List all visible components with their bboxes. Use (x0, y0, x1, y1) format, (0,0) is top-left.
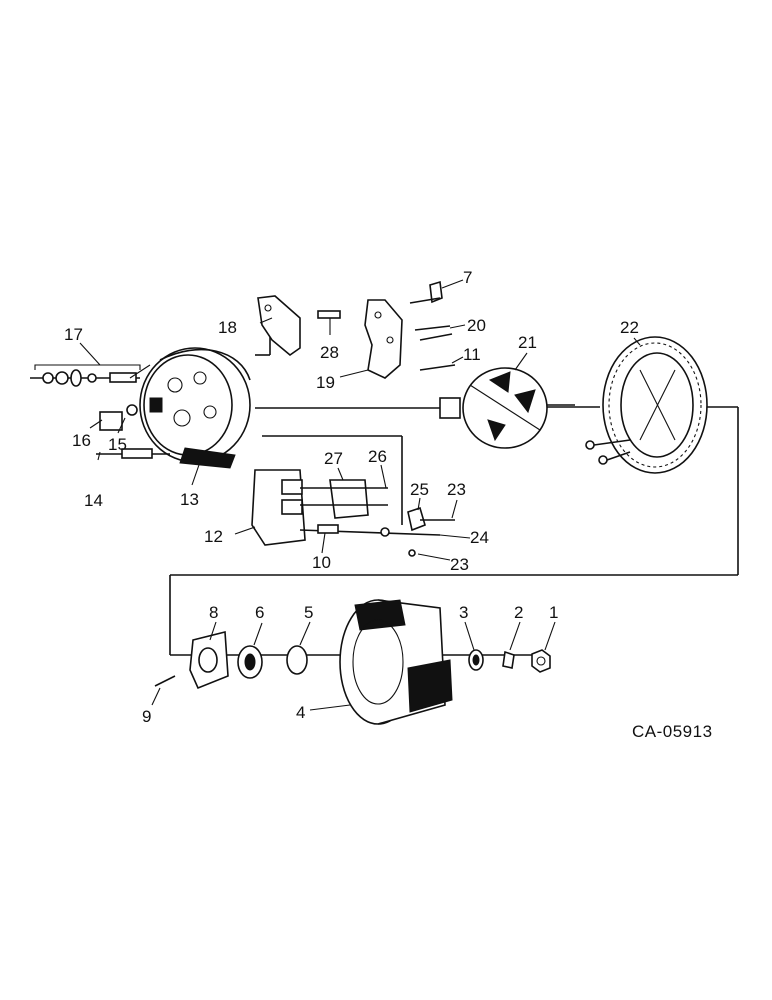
callout-20: 20 (467, 316, 486, 335)
callout-10: 10 (312, 553, 331, 572)
callout-16: 16 (72, 431, 91, 450)
callout-21: 21 (518, 333, 537, 352)
bolt-assembly-17 (30, 364, 141, 387)
callout-28: 28 (320, 343, 339, 362)
drive-end-pulley-4 (339, 599, 453, 725)
mounting-bracket-18 (257, 295, 301, 357)
callout-14: 14 (84, 491, 103, 510)
callout-4: 4 (296, 703, 305, 722)
regulator-bracket-19 (364, 299, 403, 379)
stator-22 (585, 336, 708, 474)
callout-26: 26 (368, 447, 387, 466)
callout-23-top: 23 (447, 480, 466, 499)
bolt-28 (317, 310, 341, 319)
callout-labels: 17 18 28 19 7 20 11 21 22 13 12 14 15 16… (64, 268, 713, 741)
leader-lines (79, 279, 641, 711)
front-parts-3-2-1 (468, 649, 551, 673)
callout-5: 5 (304, 603, 313, 622)
callout-24: 24 (470, 528, 489, 547)
rotor-21 (439, 367, 575, 449)
callout-18: 18 (218, 318, 237, 337)
callout-6: 6 (255, 603, 264, 622)
callout-15: 15 (108, 435, 127, 454)
callout-19: 19 (316, 373, 335, 392)
small-parts-14-15-16 (96, 404, 170, 459)
brush-holder-12 (251, 469, 306, 546)
callout-25: 25 (410, 480, 429, 499)
callout-17: 17 (64, 325, 83, 344)
rear-housing-13 (129, 347, 251, 469)
callout-7: 7 (463, 268, 472, 287)
drawing-code: CA-05913 (632, 722, 713, 741)
callout-1: 1 (549, 603, 558, 622)
callout-9: 9 (142, 707, 151, 726)
callout-2: 2 (514, 603, 523, 622)
callout-12: 12 (204, 527, 223, 546)
callout-11: 11 (463, 345, 481, 364)
callout-8: 8 (209, 603, 218, 622)
callout-23-bottom: 23 (450, 555, 469, 574)
front-parts-8-6-5 (154, 630, 308, 690)
callout-13: 13 (180, 490, 199, 509)
terminal-parts (299, 479, 455, 557)
callout-22: 22 (620, 318, 639, 337)
callout-27: 27 (324, 449, 343, 468)
callout-3: 3 (459, 603, 468, 622)
screws-7-20-11 (409, 280, 456, 371)
